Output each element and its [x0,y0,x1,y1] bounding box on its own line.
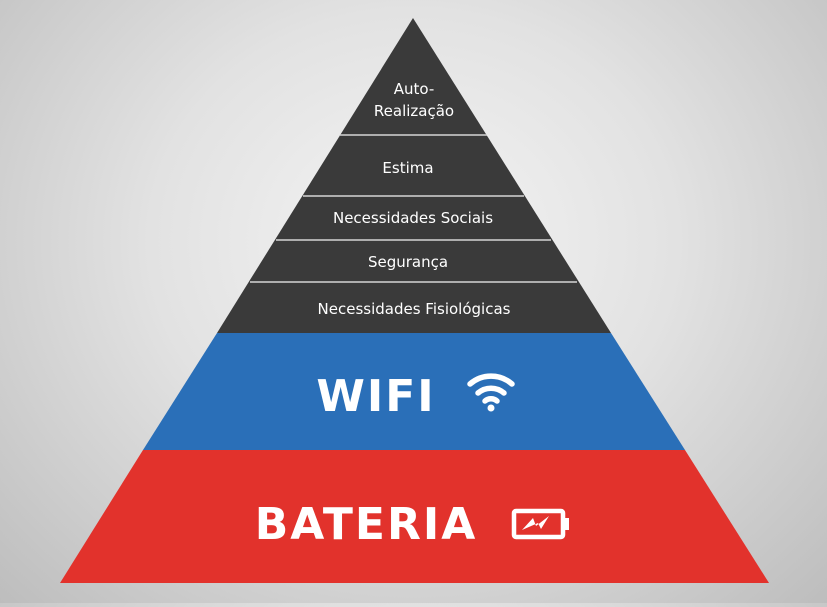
layer-label-self-actualization-line2: Realização [374,102,454,120]
layer-label-battery: BATERIA [255,499,478,550]
pyramid-wifi-band [143,333,685,450]
pyramid-battery-band [60,450,769,583]
layer-label-safety: Segurança [368,253,448,271]
layer-label-self-actualization-line1: Auto- [394,80,435,98]
layer-label-social: Necessidades Sociais [333,209,493,227]
battery-charging-icon [511,508,569,540]
layer-label-esteem: Estima [382,159,433,177]
layer-label-wifi: WIFI [316,371,435,422]
wifi-icon [467,373,515,412]
layer-label-physiological: Necessidades Fisiológicas [318,300,511,318]
pyramid-dark-section [217,18,611,333]
